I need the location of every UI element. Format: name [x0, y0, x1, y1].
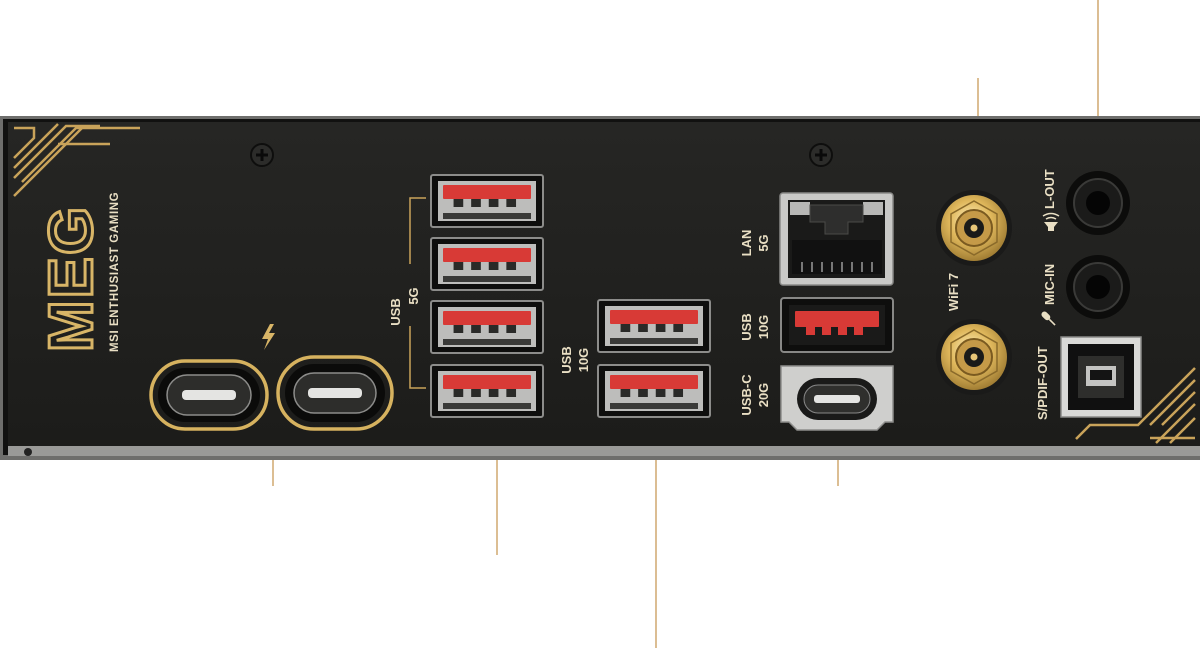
screw-icon [250, 143, 274, 167]
panel-hole [24, 448, 32, 456]
screw-icon [809, 143, 833, 167]
wifi-antenna-connector-1[interactable] [936, 190, 1012, 266]
thunderbolt-icon [262, 324, 275, 350]
mic-in-jack[interactable] [1066, 255, 1130, 319]
usb10g-single-label-line1: USB [739, 313, 754, 340]
logo-text: MEG [37, 205, 106, 352]
lan-port[interactable] [779, 192, 894, 286]
usb5g-label-line1: USB [388, 298, 403, 325]
spdif-out-label: S/PDIF-OUT [1035, 346, 1050, 420]
usb10g-single-label-line2: 10G [756, 315, 771, 340]
mic-in-label: MIC-IN [1042, 264, 1057, 305]
usb10g-stack-label-line1: USB [559, 346, 574, 373]
wifi-label: WiFi 7 [946, 273, 961, 311]
line-out-label: L-OUT [1042, 169, 1057, 209]
usb10g-stack-label-line2: 10G [576, 348, 591, 373]
gold-decoration-right [1075, 367, 1196, 444]
line-out-jack[interactable] [1066, 171, 1130, 235]
lan-label-line2: 5G [756, 234, 771, 251]
usb10g-port-1[interactable] [597, 299, 711, 353]
brand-tagline: MSI ENTHUSIAST GAMING [109, 192, 121, 352]
usb5g-port-stack [430, 174, 544, 418]
usb5g-label-line2: 5G [406, 287, 421, 304]
usb10g-port-2[interactable] [597, 364, 711, 418]
usb5g-port-1[interactable] [430, 174, 544, 228]
thunderbolt-port-1[interactable] [149, 359, 269, 431]
microphone-icon [1041, 311, 1056, 326]
gold-decoration-left [13, 123, 140, 197]
usbc-label-line1: USB-C [739, 374, 754, 416]
usb10g-port-stack [597, 299, 711, 418]
usb5g-port-3[interactable] [430, 300, 544, 354]
usb5g-bracket [409, 197, 426, 389]
meg-logo: MEG MSI ENTHUSIAST GAMING [36, 192, 122, 354]
speaker-icon [1042, 212, 1060, 231]
spdif-out-port[interactable] [1060, 336, 1142, 418]
usbc-20g-port[interactable] [780, 365, 894, 431]
usb5g-port-2[interactable] [430, 237, 544, 291]
usb5g-port-4[interactable] [430, 364, 544, 418]
wifi-antenna-connector-2[interactable] [936, 319, 1012, 395]
thunderbolt-port-2[interactable] [276, 355, 394, 431]
lan-label-line1: LAN [739, 230, 754, 257]
usbc-label-line2: 20G [756, 383, 771, 408]
usb10g-single-port[interactable] [780, 297, 894, 353]
